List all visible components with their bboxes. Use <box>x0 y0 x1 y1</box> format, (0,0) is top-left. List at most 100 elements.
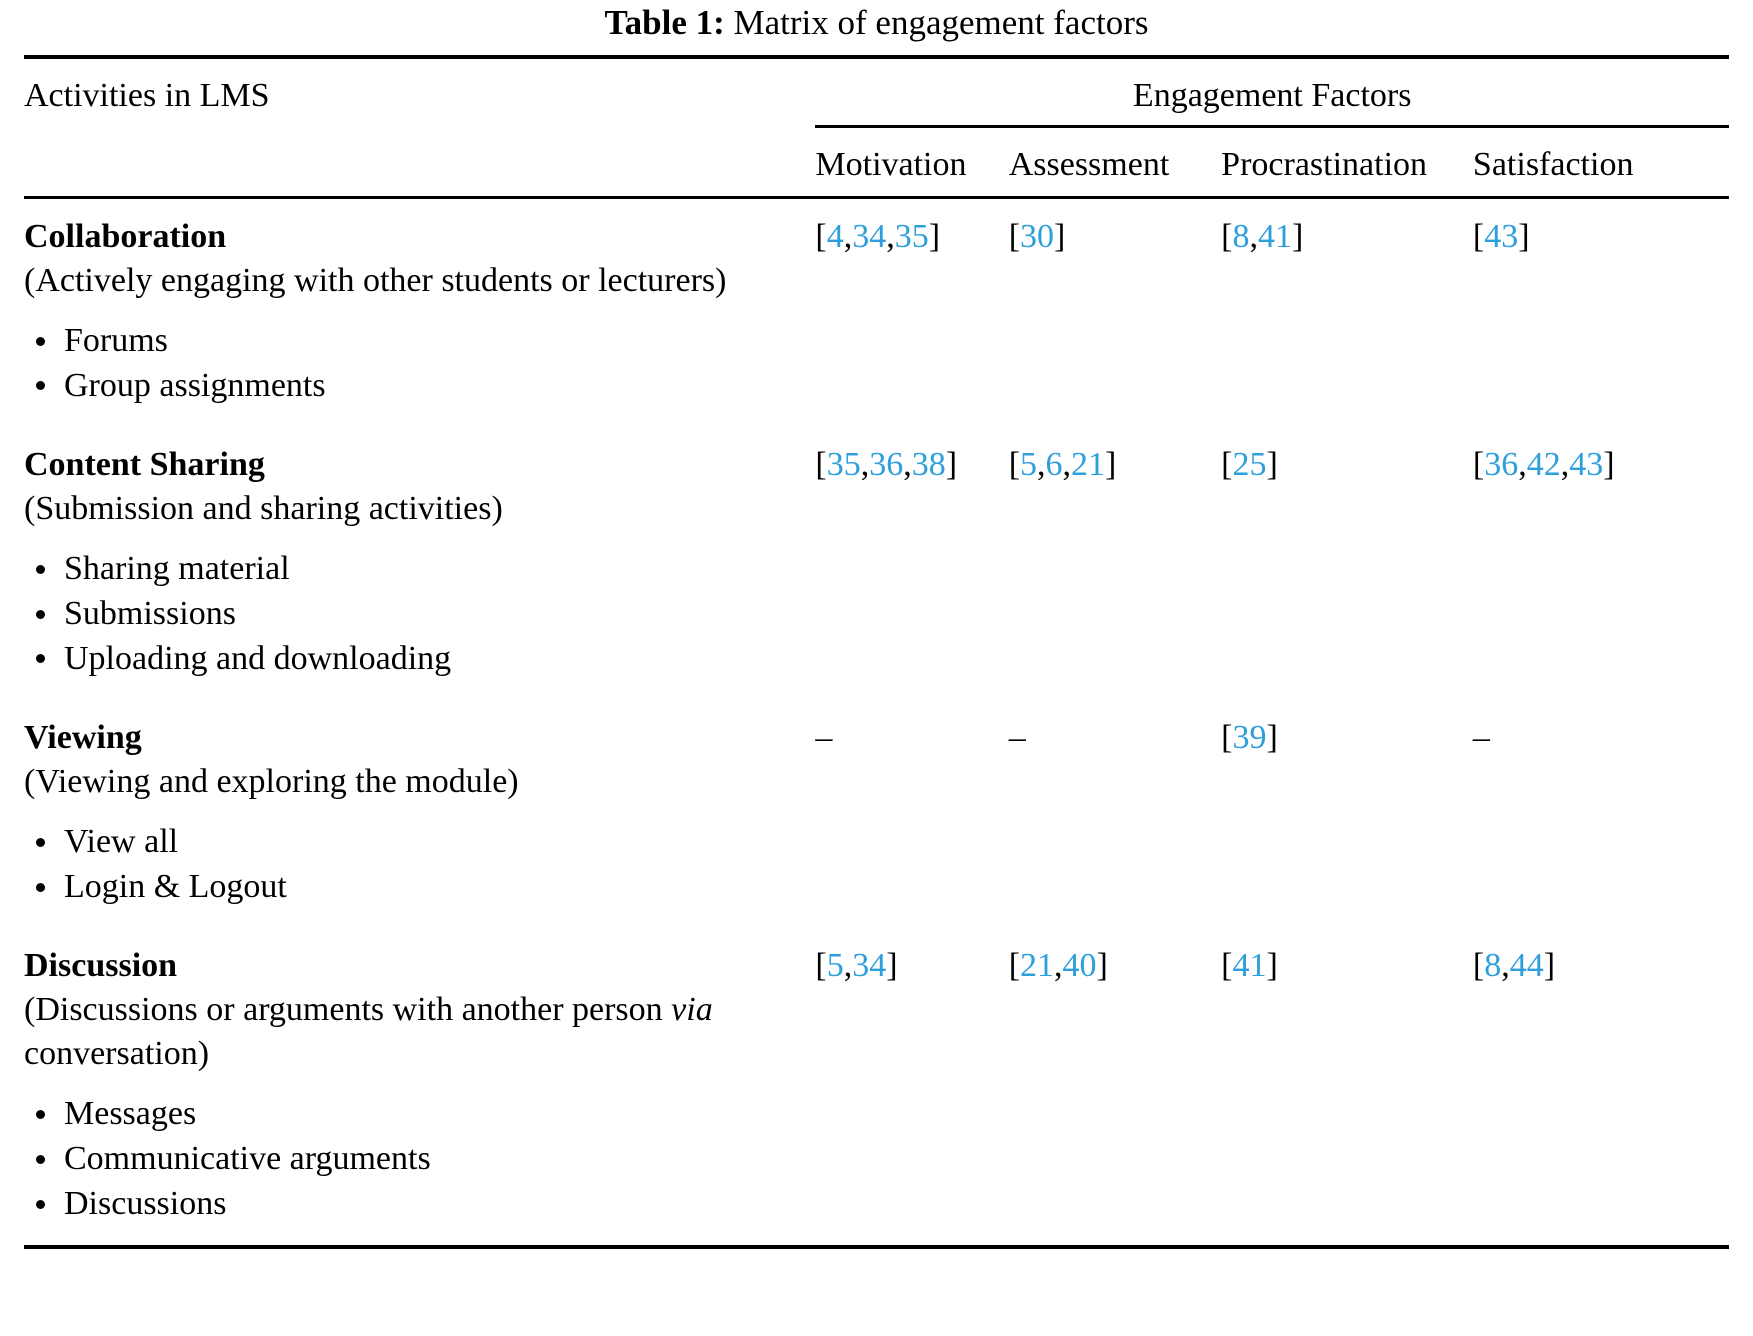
citation-number: 5 <box>826 946 844 984</box>
column-header-assessment: Assessment <box>1008 145 1170 183</box>
citation-number: 42 <box>1526 445 1561 483</box>
activity-cell: Collaboration (Actively engaging with ot… <box>24 197 815 427</box>
empty-marker: – <box>815 718 833 756</box>
bullet-icon <box>36 882 45 892</box>
citation-cell-satisfaction: [8,44] <box>1473 928 1729 1247</box>
citation-punctuation: , <box>1518 445 1527 483</box>
table-caption: Table 1: Matrix of engagement factors <box>24 0 1729 55</box>
citation-cell-procrastination: [39] <box>1221 700 1473 928</box>
citation-punctuation: [ <box>1221 946 1233 984</box>
list-item-label: Communicative arguments <box>64 1140 431 1178</box>
list-item-label: Login & Logout <box>64 867 287 905</box>
citation-number: 39 <box>1232 718 1267 756</box>
activity-title: Discussion <box>24 946 178 984</box>
citation-cell-procrastination: [8,41] <box>1221 197 1473 427</box>
group-header-label: Engagement Factors <box>1132 76 1412 114</box>
citation-punctuation: ] <box>1266 946 1278 984</box>
caption-text: Matrix of engagement factors <box>733 3 1149 42</box>
citation-number: 4 <box>826 217 844 255</box>
citation-cell-satisfaction: [43] <box>1473 197 1729 427</box>
citation-cell-assessment: [21,40] <box>1009 928 1221 1247</box>
citation-punctuation: , <box>1501 946 1510 984</box>
citation-cell-motivation: [4,34,35] <box>815 197 1008 427</box>
citation-punctuation: [ <box>1472 445 1485 483</box>
bullet-icon <box>36 1199 45 1209</box>
list-item-label: View all <box>64 823 179 860</box>
list-item: Login & Logout <box>24 865 797 910</box>
citation-punctuation: , <box>1560 445 1570 483</box>
list-item: Submissions <box>24 592 797 637</box>
bullet-icon <box>36 1109 45 1119</box>
list-item-label: Group assignments <box>64 366 326 404</box>
bullet-icon <box>36 381 45 391</box>
citation-number: 44 <box>1509 946 1544 984</box>
citation-punctuation: ] <box>1603 445 1615 483</box>
citation-punctuation: ] <box>1518 217 1530 255</box>
citation-number: 41 <box>1232 946 1267 984</box>
header-group-row: Activities in LMS Engagement Factors <box>24 56 1729 132</box>
citation-punctuation: [ <box>1472 217 1485 255</box>
list-item: Sharing material <box>24 547 797 592</box>
citation-punctuation: ] <box>945 445 958 483</box>
activity-item-list: Forums Group assignments <box>24 319 797 409</box>
citation-number: 35 <box>894 217 929 255</box>
citation-number: 41 <box>1258 217 1292 255</box>
table-head: Activities in LMS Engagement Factors Mot… <box>24 56 1729 198</box>
list-item-label: Uploading and downloading <box>64 639 452 677</box>
citation-punctuation: , <box>903 445 912 483</box>
activity-title: Viewing <box>24 718 142 756</box>
citation-number: 5 <box>1020 445 1038 483</box>
citation-number: 8 <box>1232 217 1250 255</box>
column-header-group: Engagement Factors <box>815 57 1729 132</box>
citation-punctuation: [ <box>1221 445 1233 483</box>
list-item-label: Forums <box>64 321 168 359</box>
citation-number: 36 <box>869 445 904 483</box>
citation-punctuation: ] <box>1543 946 1556 984</box>
table-row: Content Sharing (Submission and sharing … <box>24 427 1729 700</box>
citation-cell-motivation: [35,36,38] <box>815 427 1008 700</box>
activity-cell: Content Sharing (Submission and sharing … <box>24 427 815 700</box>
citation-punctuation: , <box>843 217 853 255</box>
list-item-label: Messages <box>64 1095 197 1133</box>
list-item: Group assignments <box>24 364 797 409</box>
table-row: Discussion (Discussions or arguments wit… <box>24 928 1729 1247</box>
citation-cell-motivation: [5,34] <box>815 928 1008 1247</box>
citation-cell-procrastination: [25] <box>1221 427 1473 700</box>
citation-number: 36 <box>1484 445 1519 483</box>
citation-number: 21 <box>1020 946 1055 984</box>
list-item-label: Discussions <box>64 1185 227 1223</box>
citation-number: 6 <box>1045 445 1063 483</box>
citation-punctuation: ] <box>1054 217 1066 255</box>
header-sub-row: Motivation Assessment Procrastination Sa… <box>24 132 1729 198</box>
empty-marker: – <box>1472 718 1490 756</box>
activity-description: (Viewing and exploring the module) <box>24 762 519 800</box>
activity-description-italic: via <box>671 990 713 1028</box>
citation-punctuation: ] <box>1105 445 1117 483</box>
engagement-matrix-table: Activities in LMS Engagement Factors Mot… <box>24 55 1729 1249</box>
citation-punctuation: ] <box>1292 217 1304 255</box>
citation-punctuation: , <box>1249 217 1259 255</box>
citation-number: 34 <box>852 217 887 255</box>
citation-punctuation: ] <box>1266 445 1278 483</box>
activity-description: (Submission and sharing activities) <box>24 489 503 527</box>
activity-title: Content Sharing <box>24 445 265 483</box>
citation-punctuation: , <box>886 217 895 255</box>
activity-item-list: Messages Communicative arguments Discuss… <box>24 1092 797 1227</box>
citation-punctuation: [ <box>815 946 827 984</box>
activity-description: (Discussions or arguments with another p… <box>24 988 797 1076</box>
citation-punctuation: [ <box>1008 445 1021 483</box>
citation-punctuation: [ <box>815 217 827 255</box>
citation-punctuation: ] <box>886 946 898 984</box>
citation-punctuation: , <box>1037 445 1046 483</box>
column-header-satisfaction: Satisfaction <box>1472 145 1634 183</box>
activity-cell: Viewing (Viewing and exploring the modul… <box>24 700 815 928</box>
citation-punctuation: [ <box>1008 217 1021 255</box>
list-item-label: Submissions <box>64 594 236 632</box>
bullet-icon <box>36 336 45 346</box>
citation-number: 38 <box>911 445 946 483</box>
activity-description: (Actively engaging with other students o… <box>24 261 727 299</box>
column-header-procrastination: Procrastination <box>1221 145 1428 183</box>
citation-cell-satisfaction: – <box>1473 700 1729 928</box>
activity-item-list: View all Login & Logout <box>24 820 797 910</box>
